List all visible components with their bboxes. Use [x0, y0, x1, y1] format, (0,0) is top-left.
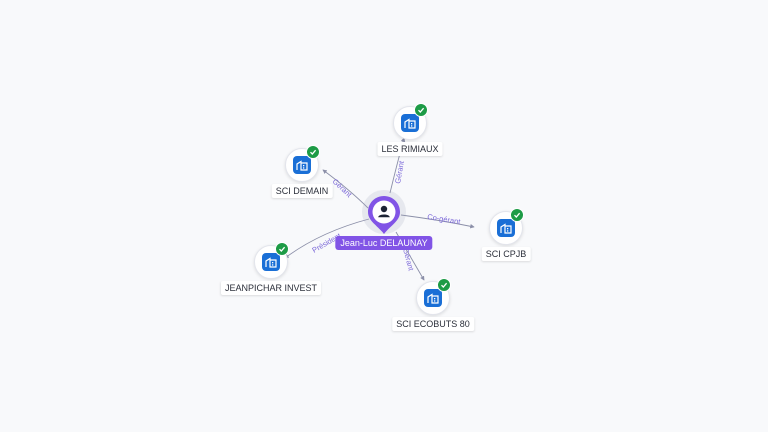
person-icon	[368, 196, 400, 234]
company-circle	[393, 103, 428, 140]
edge-label-les-rimiaux: Gérant	[393, 159, 406, 184]
building-icon	[293, 156, 311, 174]
person-name-label[interactable]: Jean-Luc DELAUNAY	[335, 236, 433, 250]
building-icon	[262, 253, 280, 271]
edge-sci-demain	[322, 169, 369, 209]
edge-label-sci-ecobuts-80: Gérant	[401, 247, 416, 272]
company-label[interactable]: LES RIMIAUX	[377, 142, 443, 156]
edge-jeanpichar-invest	[284, 218, 370, 259]
verified-check-icon	[306, 145, 320, 159]
building-icon	[497, 219, 515, 237]
company-circle	[254, 242, 289, 279]
verified-check-icon	[414, 103, 428, 117]
building-icon	[424, 289, 442, 307]
company-circle	[285, 145, 320, 182]
company-label[interactable]: SCI CPJB	[481, 247, 531, 261]
verified-check-icon	[275, 242, 289, 256]
company-label[interactable]: SCI DEMAIN	[271, 184, 333, 198]
edge-label-sci-cpjb: Co-gérant	[427, 212, 462, 226]
building-icon	[401, 114, 419, 132]
company-label[interactable]: SCI ECOBUTS 80	[392, 317, 474, 331]
edge-sci-cpjb	[400, 214, 475, 229]
company-circle	[416, 278, 451, 315]
verified-check-icon	[510, 208, 524, 222]
edge-label-sci-demain: Gérant	[331, 177, 355, 200]
company-label[interactable]: JEANPICHAR INVEST	[220, 281, 322, 295]
verified-check-icon	[437, 278, 451, 292]
company-circle	[489, 208, 524, 245]
